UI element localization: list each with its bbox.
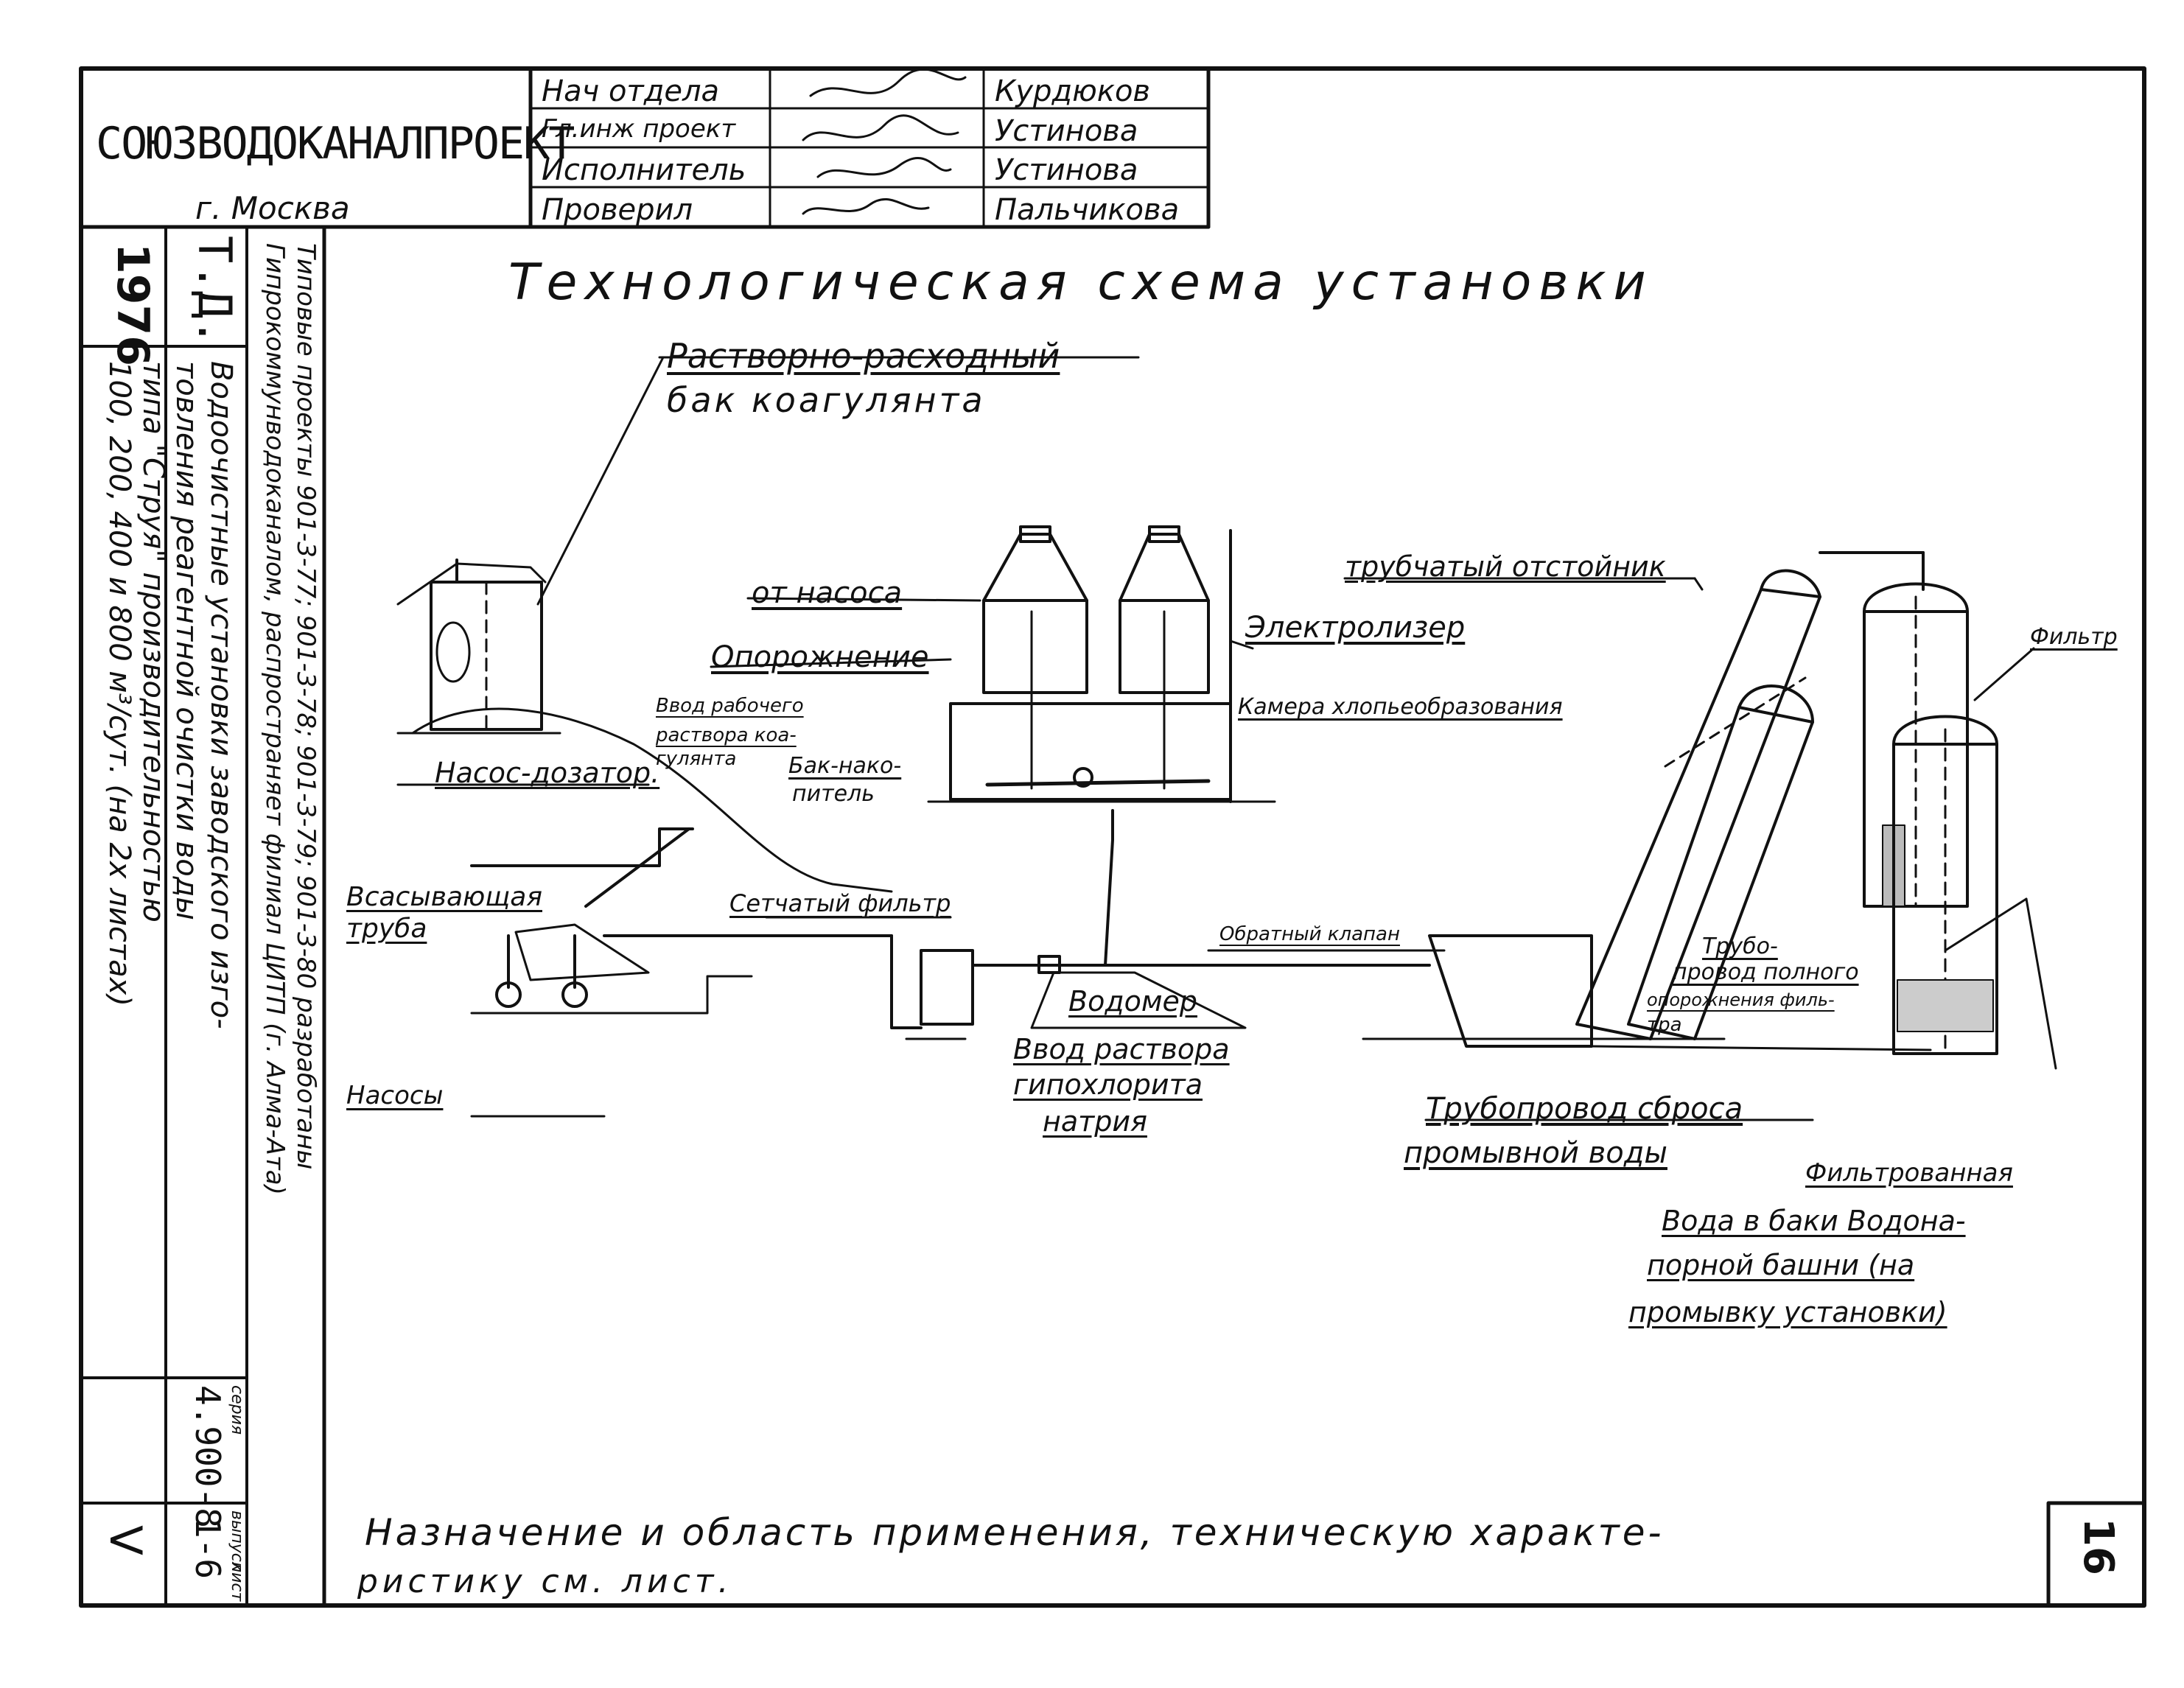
notice-line-1: Типовые проекты 901-3-77; 901-3-78; 901-… — [291, 243, 321, 1170]
notice-line-2: Гипрокоммунводоканалом, распространяет ф… — [260, 243, 290, 1195]
issue-value: V — [99, 1525, 151, 1556]
label-working-input-2: раствора коа- — [656, 724, 797, 746]
stamp-name-4: Пальчикова — [995, 193, 1180, 227]
label-drain-pipe-2: провод полного — [1673, 959, 1859, 985]
label-hypochlorite-2: гипохлорита — [1013, 1068, 1203, 1101]
label-hypochlorite-1: Ввод раствора — [1013, 1033, 1230, 1065]
label-floc-chamber: Камера хлопьеобразования — [1238, 694, 1563, 720]
stamp-role-1: Нач отдела — [542, 74, 720, 108]
label-filtered-2: Вода в баки Водона- — [1662, 1205, 1966, 1237]
signature-1 — [809, 68, 967, 97]
stamp-name-2: Устинова — [995, 114, 1138, 148]
description-line-1: Водоочистные установки заводского изго- — [204, 361, 238, 1029]
doc-code-label: Т.Д. — [188, 236, 242, 346]
organization-name: СОЮЗВОДОКАНАЛПРОЕКТ — [96, 118, 575, 169]
label-tank-line-1: Растворно-расходный — [667, 336, 1060, 376]
page-number: 16 — [2074, 1518, 2122, 1575]
footer-line-2: ристику см. лист. — [357, 1563, 733, 1600]
description-line-4: 100, 200, 400 и 800 м³/сут. (на 2х листа… — [102, 361, 136, 1006]
year-label: 1976 — [107, 243, 158, 366]
label-suction-1: Всасывающая — [346, 882, 542, 912]
label-working-input-1: Ввод рабочего — [656, 695, 804, 717]
stamp-role-2: Гл.инж проект — [542, 114, 736, 144]
label-tube-settler: трубчатый отстойник — [1345, 550, 1666, 583]
series-label: серия — [228, 1385, 246, 1435]
label-tank-line-2: бак коагулянта — [667, 380, 986, 420]
series-value: 4.900-8 — [188, 1385, 228, 1528]
label-filter: Фильтр — [2030, 624, 2118, 650]
sheet-value: 1-6 — [188, 1518, 228, 1580]
stamp-name-3: Устинова — [995, 153, 1138, 187]
label-dosing-pump: Насос-дозатор. — [435, 757, 660, 789]
label-water-meter: Водомер — [1068, 985, 1198, 1018]
label-drain-pipe-4: тра — [1647, 1014, 1682, 1036]
signature-3 — [816, 157, 952, 178]
description-line-3: типа "Струя" производительностью — [136, 361, 170, 922]
label-wash-discharge-2: промывной воды — [1404, 1136, 1667, 1170]
label-mesh-filter: Сетчатый фильтр — [729, 889, 951, 917]
label-suction-2: труба — [346, 914, 427, 944]
label-filtered-3: порной башни (на — [1647, 1249, 1915, 1281]
label-drain-pipe-3: опорожнения филь- — [1647, 990, 1835, 1010]
label-pumps: Насосы — [346, 1081, 444, 1110]
signature-4 — [802, 198, 930, 215]
label-drain-pipe-1: Трубо- — [1702, 934, 1778, 959]
stamp-role-4: Проверил — [542, 193, 693, 227]
label-wash-discharge-1: Трубопровод сброса — [1426, 1092, 1743, 1126]
label-drain: Опорожнение — [711, 640, 929, 674]
signature-2 — [802, 114, 959, 141]
page-number-box — [2046, 1501, 2146, 1608]
description-line-2: товления реагентной очистки воды — [169, 361, 203, 920]
label-filtered-1: Фильтрованная — [1805, 1158, 2013, 1188]
label-hypochlorite-3: натрия — [1043, 1105, 1147, 1138]
label-filtered-4: промывку установки) — [1628, 1296, 1947, 1328]
label-working-input-3: гулянта — [656, 748, 737, 770]
label-check-valve: Обратный клапан — [1219, 923, 1400, 945]
label-from-pump: от насоса — [752, 576, 903, 610]
sheet-label: лист — [228, 1562, 246, 1602]
label-storage-1: Бак-нако- — [788, 753, 902, 779]
stamp-role-3: Исполнитель — [542, 153, 746, 187]
footer-line-1: Назначение и область применения, техниче… — [365, 1511, 1665, 1554]
label-electrolyzer: Электролизер — [1245, 611, 1466, 645]
city-label: г. Москва — [195, 190, 350, 226]
diagram-title: Технологическая схема установки — [508, 253, 1653, 312]
label-storage-2: питель — [792, 781, 875, 807]
stamp-name-1: Курдюков — [995, 74, 1150, 108]
